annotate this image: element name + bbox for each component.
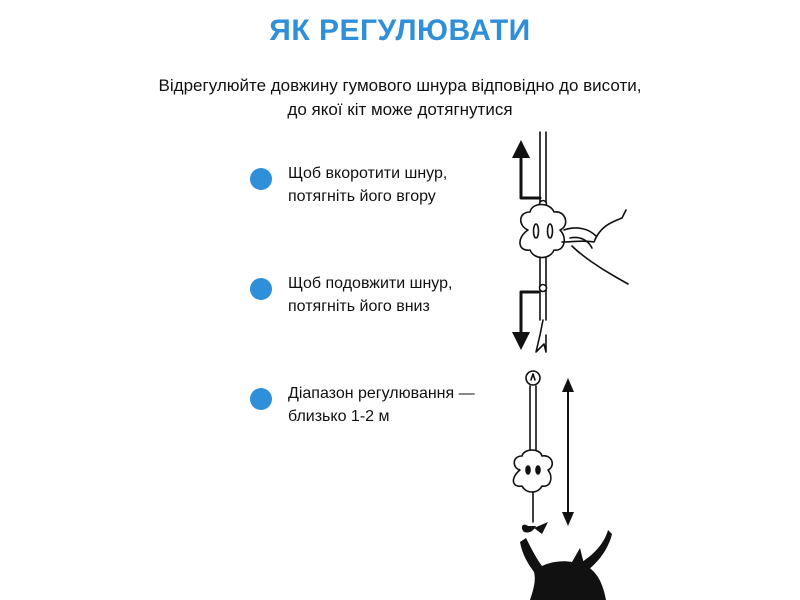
adjustment-illustration — [512, 131, 629, 600]
step-text: Діапазон регулювання — близько 1-2 м — [288, 382, 508, 428]
step-text: Щоб подовжити шнур, потягніть його вниз — [288, 272, 508, 318]
step-line-1: Щоб подовжити шнур, — [288, 275, 453, 292]
page-title: ЯК РЕГУЛЮВАТИ — [269, 14, 531, 47]
cat-icon — [520, 530, 612, 600]
intro-line-2: до якої кіт може дотягнутися — [287, 100, 513, 119]
step-line-1: Щоб вкоротити шнур, — [288, 165, 448, 182]
hanging-toy — [512, 370, 554, 523]
step-line-2: близько 1-2 м — [288, 408, 390, 425]
step-text: Щоб вкоротити шнур, потягніть його вгору — [288, 162, 508, 208]
intro-text: Відрегулюйте довжину гумового шнура відп… — [0, 74, 800, 122]
button-toggle-icon — [519, 203, 567, 259]
bullet-dot-icon — [250, 168, 272, 190]
step-line-2: потягніть його вгору — [288, 188, 436, 205]
arrow-down-icon — [512, 290, 540, 350]
feather-toy-icon — [521, 522, 548, 534]
hand-icon — [561, 209, 629, 285]
arrow-up-icon — [512, 140, 542, 200]
intro-line-1: Відрегулюйте довжину гумового шнура відп… — [158, 76, 642, 95]
bullet-dot-icon — [250, 278, 272, 300]
step-line-2: потягніть його вниз — [288, 298, 430, 315]
double-arrow-icon — [562, 378, 574, 526]
step-line-1: Діапазон регулювання — — [288, 385, 475, 402]
bullet-dot-icon — [250, 388, 272, 410]
cord — [535, 257, 548, 353]
